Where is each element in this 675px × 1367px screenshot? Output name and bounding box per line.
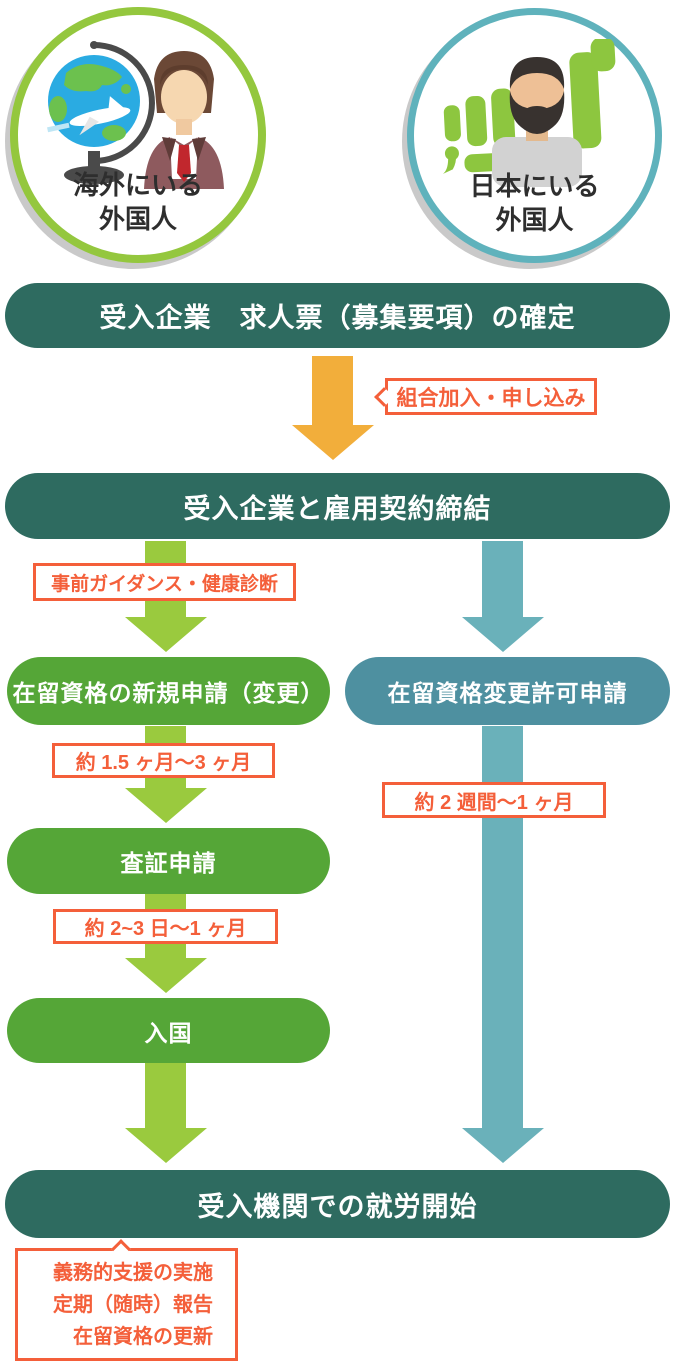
actor-in-japan-line1: 日本にいる: [469, 171, 600, 202]
note-duration-new-application: 約 1.5 ヶ月〜3 ヶ月: [52, 743, 275, 778]
banner-job-offer: 受入企業 求人票（募集要項）の確定: [5, 283, 670, 348]
businessman-icon: [144, 51, 224, 189]
note-post-line1: 義務的支援の実施: [53, 1261, 213, 1284]
bearded-man-icon: [492, 57, 582, 187]
note-duration-visa-text: 約 2~3 日〜1 ヶ月: [84, 918, 247, 940]
banner-work-start: 受入機関での就労開始: [5, 1170, 670, 1238]
note-pre-guidance-text: 事前ガイダンス・健康診断: [51, 573, 278, 595]
banner-change-permission-application: 在留資格変更許可申請: [345, 657, 670, 725]
note-post-line2: 定期（随時）報告: [53, 1293, 213, 1316]
note-union-join-text: 組合加入・申し込み: [396, 386, 586, 410]
actor-in-japan-label: 日本にいる 外国人: [414, 170, 655, 238]
note-tail-left-icon: [374, 387, 394, 407]
actor-in-japan-circle: 日本にいる 外国人: [407, 8, 662, 263]
actor-overseas-circle: 海外にいる 外国人: [10, 7, 266, 263]
banner-visa-application: 査証申請: [7, 828, 330, 894]
note-post-line3: 在留資格の更新: [73, 1325, 213, 1348]
down-arrow-teal-icon: [462, 541, 544, 652]
note-union-join: 組合加入・申し込み: [374, 378, 597, 415]
resident-illustration: [443, 39, 616, 187]
banner-new-residence-application: 在留資格の新規申請（変更）: [7, 657, 330, 725]
note-duration-new-application-text: 約 1.5 ヶ月〜3 ヶ月: [75, 752, 252, 774]
down-arrow-orange-icon: [292, 356, 374, 460]
note-duration-visa: 約 2~3 日〜1 ヶ月: [53, 909, 278, 944]
actor-overseas-line1: 海外にいる: [72, 170, 203, 201]
globe-icon: [48, 41, 155, 184]
banner-entry: 入国: [7, 998, 330, 1063]
note-duration-change-permission-text: 約 2 週間〜1 ヶ月: [414, 791, 574, 814]
airplane-icon: [47, 96, 131, 136]
actor-overseas-label: 海外にいる 外国人: [18, 169, 258, 237]
down-arrow-green-icon: [125, 1063, 207, 1163]
down-arrow-teal-long-icon: [462, 726, 544, 1163]
note-pre-guidance: 事前ガイダンス・健康診断: [33, 563, 296, 601]
actor-overseas-line2: 外国人: [98, 204, 177, 235]
actor-in-japan-line2: 外国人: [495, 205, 574, 236]
banner-contract: 受入企業と雇用契約締結: [5, 473, 670, 539]
globe-traveler-illustration: [47, 41, 224, 189]
note-duration-change-permission: 約 2 週間〜1 ヶ月: [382, 782, 606, 818]
note-post-work-obligations: 義務的支援の実施 定期（随時）報告 在留資格の更新: [15, 1239, 238, 1361]
